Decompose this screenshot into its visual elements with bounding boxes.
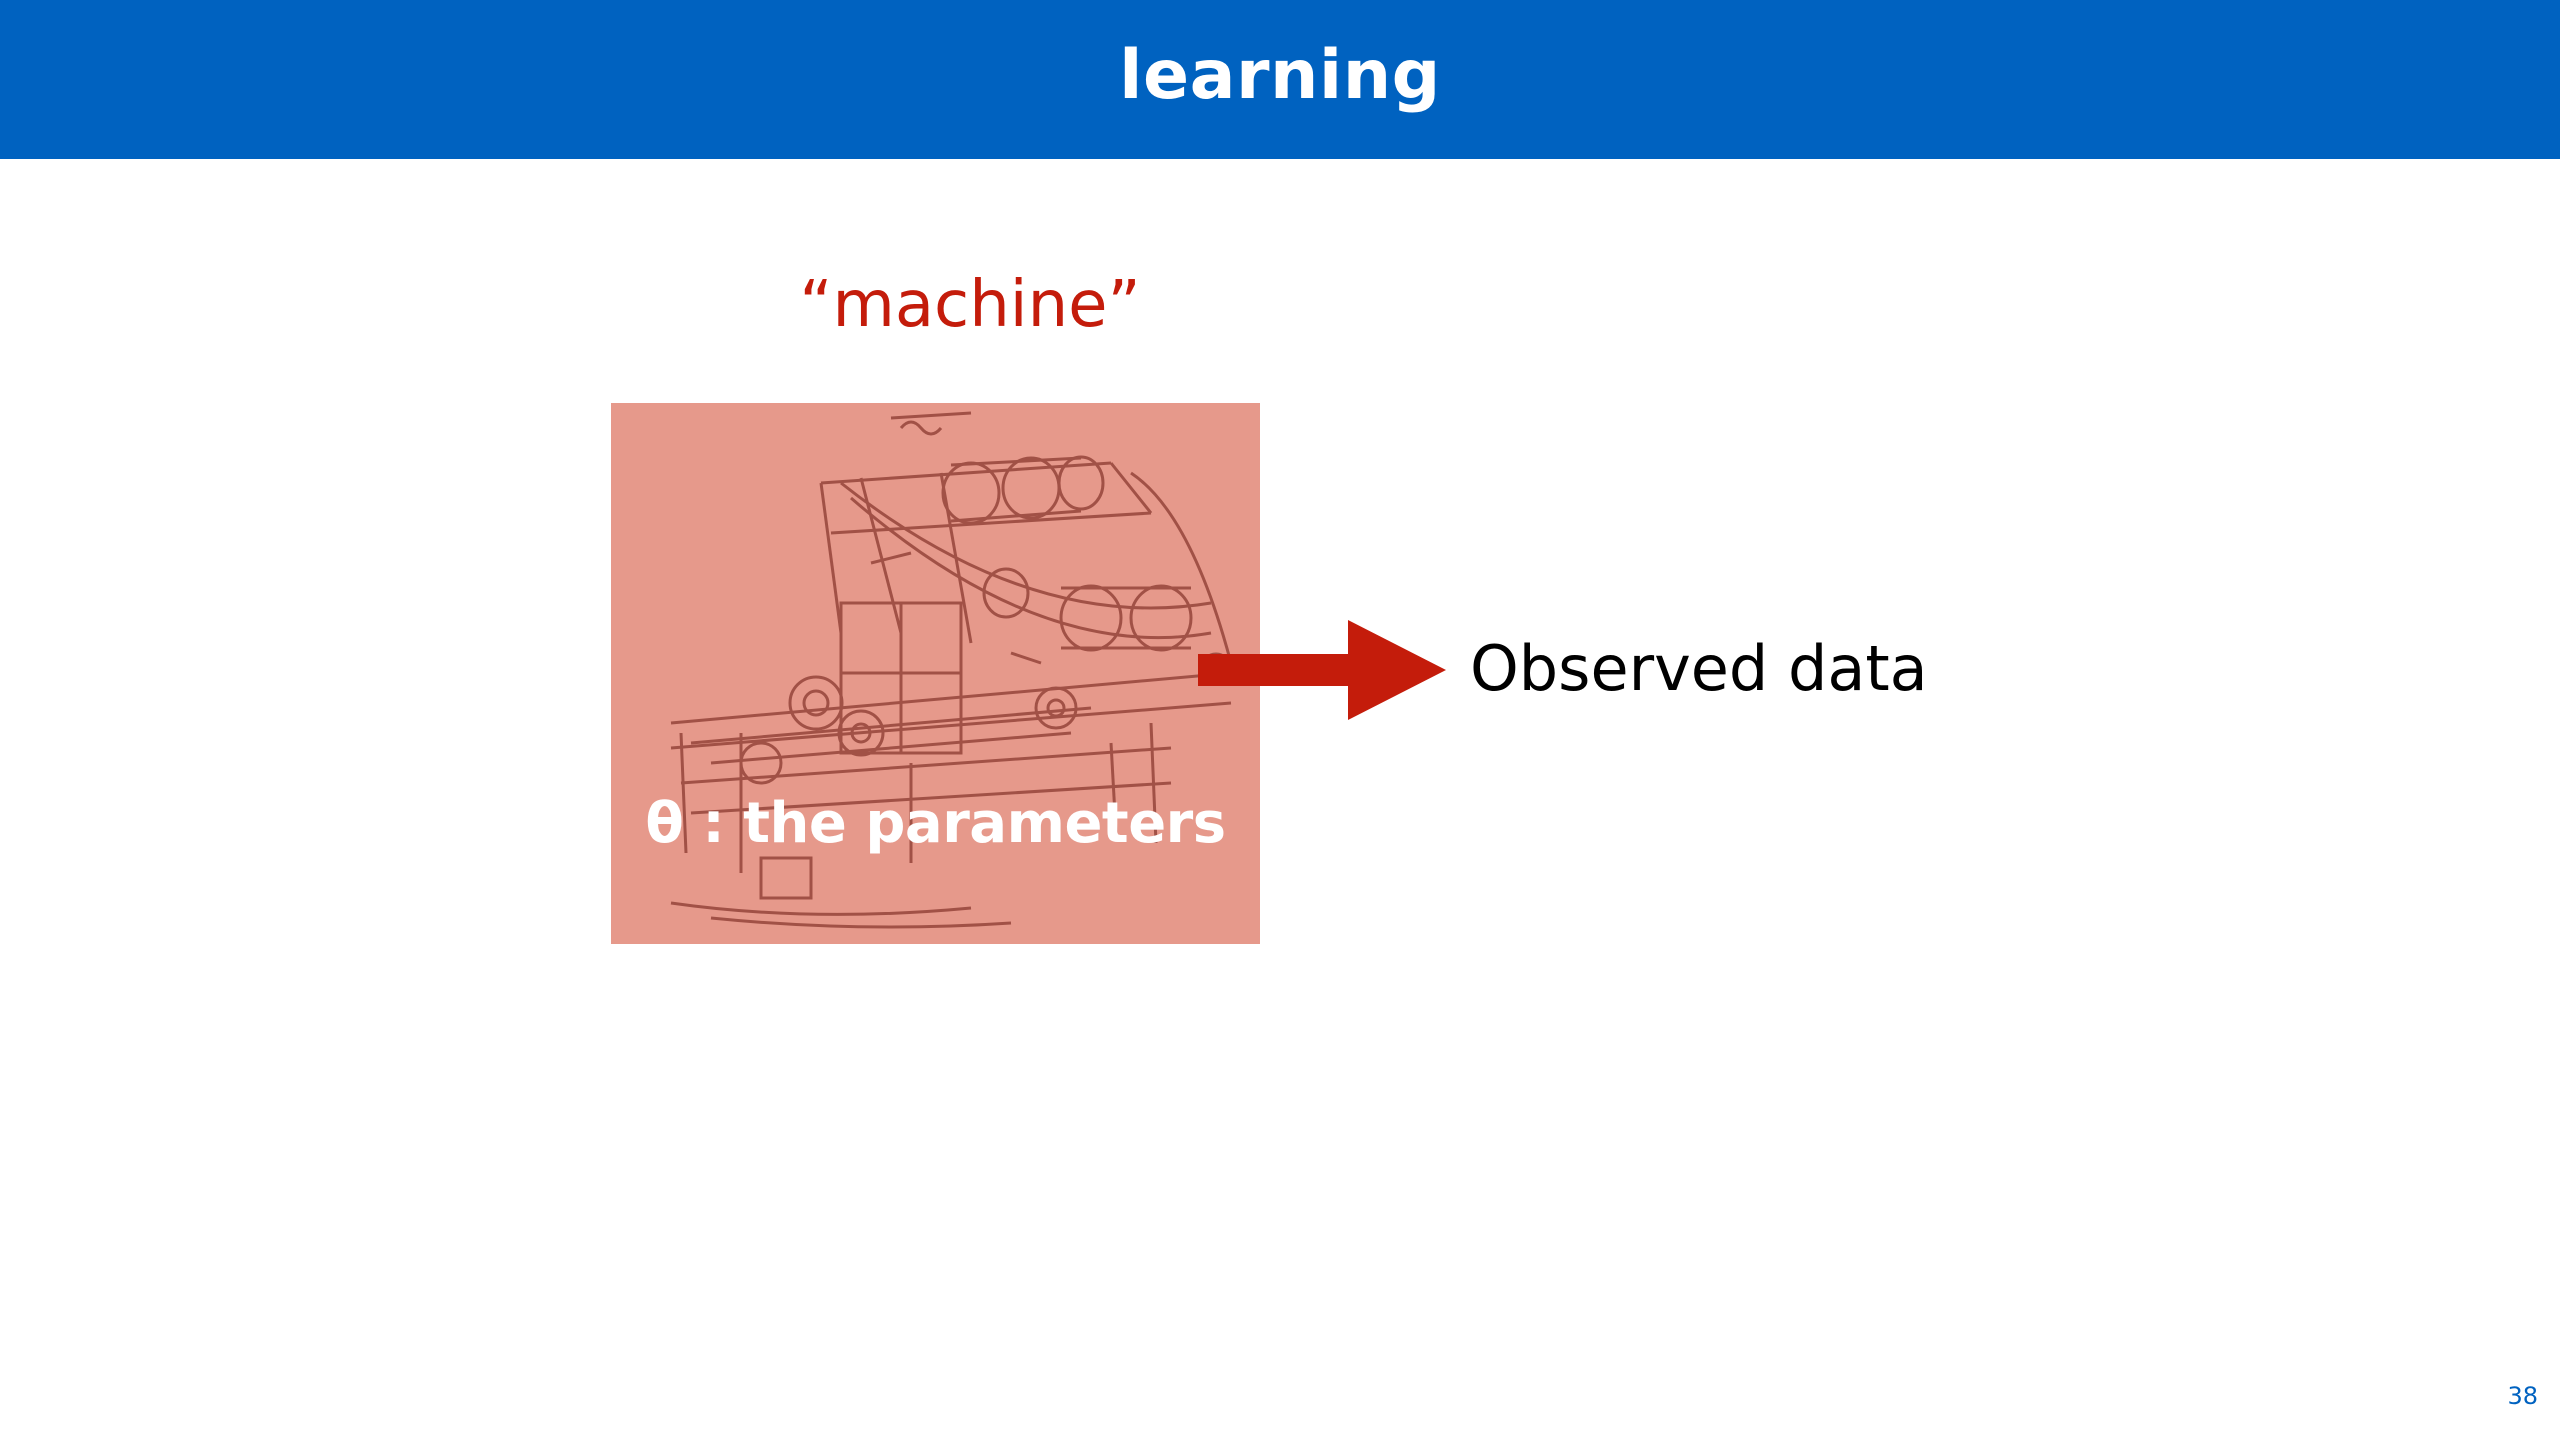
machine-label: “machine” [799,268,1141,342]
parameters-label: θ : the parameters [645,791,1226,856]
machine-box: θ : the parameters [611,403,1260,944]
observed-data-label: Observed data [1470,632,1928,705]
page-number: 38 [2507,1382,2538,1410]
machine-illustration [670,411,1233,929]
arrow-right-icon [1198,620,1446,720]
slide-title: learning [1119,36,1441,115]
title-bar: learning [0,0,2560,159]
